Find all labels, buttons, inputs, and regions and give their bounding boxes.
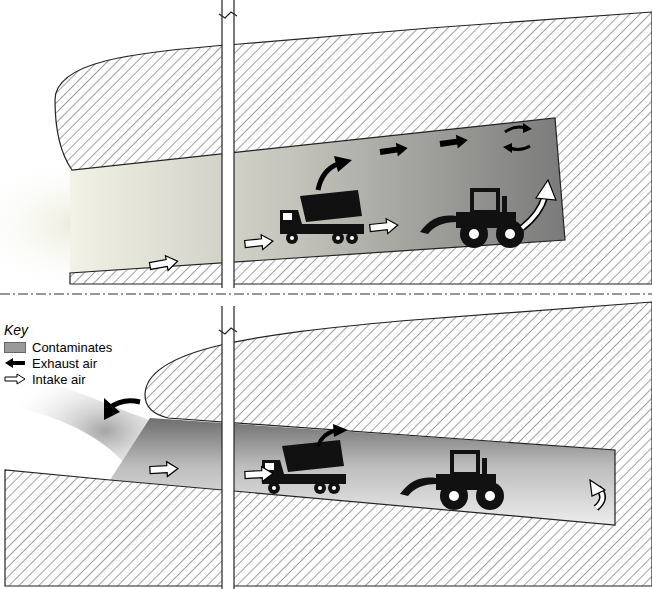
legend-text: Exhaust air <box>32 356 97 371</box>
legend-swatch <box>4 342 26 353</box>
legend: KeyContaminatesExhaust airIntake air <box>4 322 112 387</box>
legend-row: Intake air <box>4 371 112 387</box>
black-arrow-sample <box>4 357 26 369</box>
legend-text: Intake air <box>32 372 85 387</box>
legend-row: Exhaust air <box>4 355 112 371</box>
legend-row: Contaminates <box>4 339 112 355</box>
legend-heading: Key <box>4 322 112 339</box>
white-arrow-sample <box>4 373 26 385</box>
legend-text: Contaminates <box>32 340 112 355</box>
